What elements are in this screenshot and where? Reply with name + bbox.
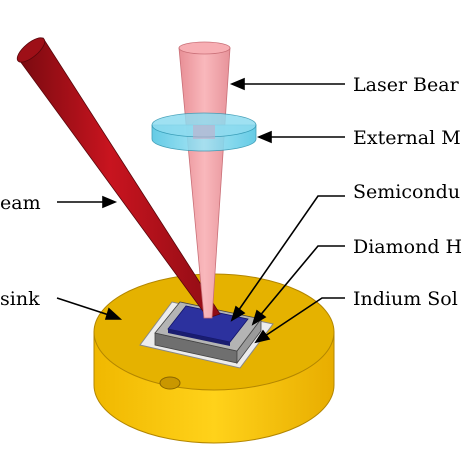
leader-semiconductor <box>235 195 345 315</box>
label-indium-solder: Indium Sol <box>353 288 458 310</box>
leader-lines <box>56 77 345 344</box>
label-laser-beam: Laser Bear <box>353 74 460 96</box>
semiconductor-chip <box>167 305 249 346</box>
label-diamond-heatspreader: Diamond H <box>353 236 462 258</box>
leader-diamond <box>257 245 345 319</box>
leader-heatsink <box>56 297 113 317</box>
pump-beam-end <box>16 37 46 63</box>
heatsink-hole <box>159 376 181 390</box>
label-external-mirror: External M <box>353 127 461 149</box>
label-pump-beam: eam <box>0 192 41 214</box>
label-semiconductor: Semicondu <box>353 181 460 203</box>
leader-indium <box>261 297 345 339</box>
label-heatsink: sink <box>0 288 40 310</box>
external-mirror <box>151 112 257 152</box>
laser-beam-end <box>178 41 231 55</box>
